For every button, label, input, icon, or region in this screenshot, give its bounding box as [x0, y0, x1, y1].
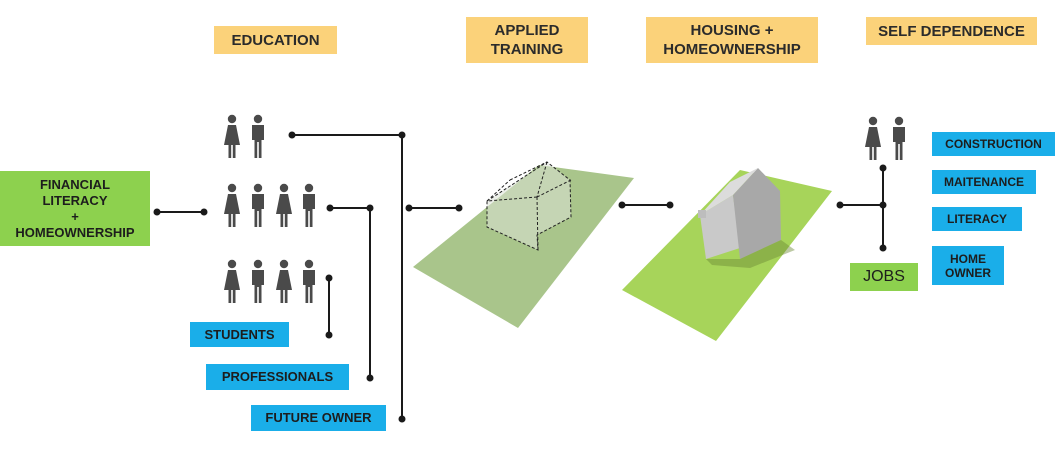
header-housing-homeownership: HOUSING + HOMEOWNERSHIP — [646, 17, 818, 63]
header-education: EDUCATION — [214, 26, 337, 54]
tag-literacy: LITERACY — [932, 207, 1022, 231]
applied-training-plot — [413, 161, 634, 328]
tag-professionals: PROFESSIONALS — [206, 364, 349, 390]
solid-house-icon — [698, 168, 795, 268]
tag-home-owner: HOME OWNER — [932, 246, 1004, 285]
tag-maintenance: MAITENANCE — [932, 170, 1036, 194]
jobs-box: JOBS — [850, 263, 918, 291]
connector-dots — [153, 131, 887, 423]
tag-students: STUDENTS — [190, 322, 289, 347]
wireframe-house-icon — [486, 161, 572, 251]
person-group-icon — [224, 183, 315, 227]
header-applied-training: APPLIED TRAINING — [466, 17, 588, 63]
person-group-icon — [224, 259, 315, 303]
financial-literacy-box: FINANCIAL LITERACY + HOMEOWNERSHIP — [0, 171, 150, 246]
person-pair-icon — [865, 116, 905, 160]
housing-plot — [622, 168, 832, 341]
tag-construction: CONSTRUCTION — [932, 132, 1055, 156]
header-self-dependence: SELF DEPENDENCE — [866, 17, 1037, 45]
tag-future-owner: FUTURE OWNER — [251, 405, 386, 431]
person-pair-icon — [224, 114, 264, 158]
